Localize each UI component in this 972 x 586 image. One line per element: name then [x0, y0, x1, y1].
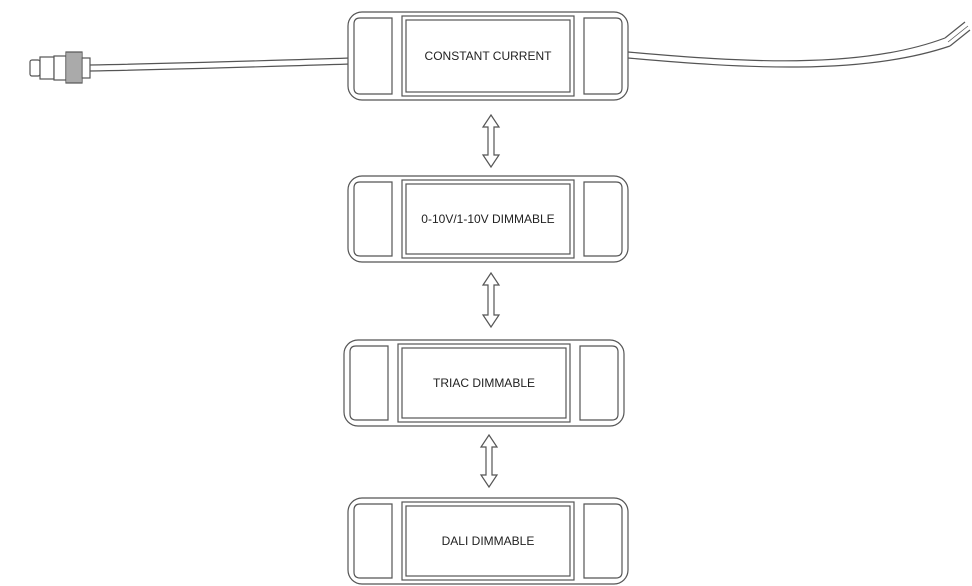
- driver-dali-dimmable: DALI DIMMABLE: [347, 497, 629, 585]
- driver-label: DALI DIMMABLE: [442, 534, 535, 548]
- double-arrow-icon: [481, 271, 501, 329]
- driver-constant-current: CONSTANT CURRENT: [347, 11, 629, 101]
- driver-label: 0-10V/1-10V DIMMABLE: [421, 212, 554, 226]
- driver-triac-dimmable: TRIAC DIMMABLE: [343, 339, 625, 427]
- double-arrow-icon: [479, 433, 499, 489]
- output-cable: [627, 21, 971, 68]
- driver-label: CONSTANT CURRENT: [425, 49, 553, 63]
- driver-0-10v-dimmable: 0-10V/1-10V DIMMABLE: [347, 175, 629, 263]
- input-cable: [89, 57, 353, 72]
- plug-connector-icon: [29, 51, 91, 84]
- driver-label: TRIAC DIMMABLE: [433, 376, 535, 390]
- double-arrow-icon: [481, 113, 501, 169]
